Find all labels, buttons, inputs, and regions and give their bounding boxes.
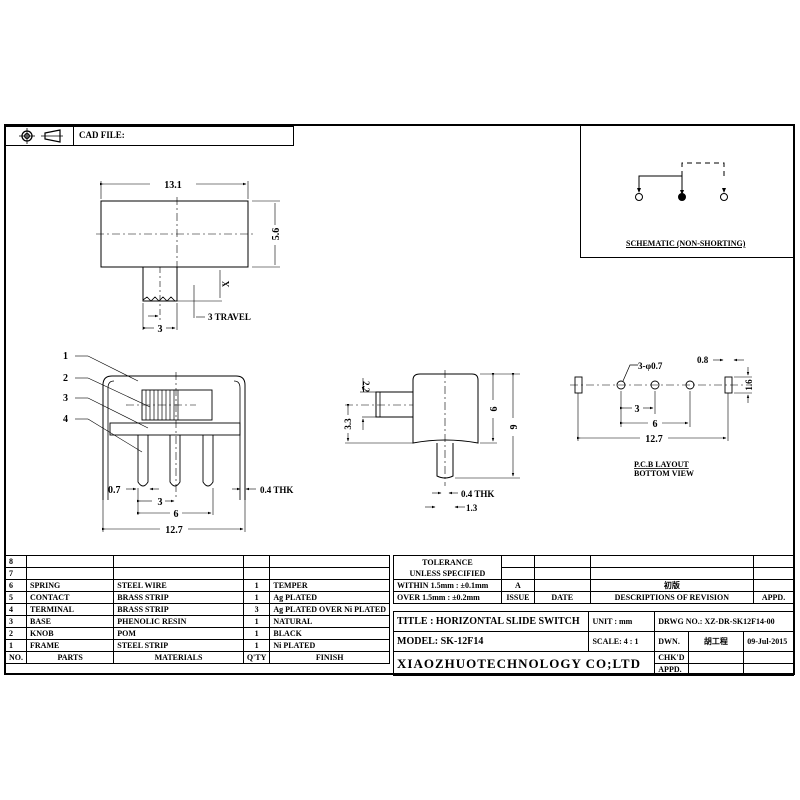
tolerance-subtitle: UNLESS SPECIFIED: [409, 568, 486, 578]
svg-text:1: 1: [63, 351, 68, 362]
svg-text:9: 9: [509, 425, 520, 430]
svg-text:5.6: 5.6: [271, 228, 282, 241]
svg-text:3 TRAVEL: 3 TRAVEL: [208, 312, 251, 322]
svg-text:3: 3: [158, 324, 163, 335]
drawn-by: 胡工程: [687, 631, 745, 652]
svg-text:13.1: 13.1: [164, 180, 182, 191]
svg-text:12.7: 12.7: [645, 434, 663, 445]
company-name: XIAOZHUOTECHNOLOGY CO;LTD: [392, 651, 656, 676]
svg-text:BOTTOM VIEW: BOTTOM VIEW: [634, 469, 694, 478]
bom-row: 8: [5, 555, 390, 568]
svg-text:6: 6: [653, 419, 658, 430]
svg-text:6: 6: [174, 509, 179, 520]
tolerance-within: WITHIN 1.5mm : ±0.1mm: [393, 579, 502, 592]
svg-text:6: 6: [489, 407, 500, 412]
front-view: 1 2 3 4 0.7 3 6 12.7 0.4 THK: [63, 351, 293, 536]
svg-text:0.4 THK: 0.4 THK: [461, 489, 494, 499]
svg-text:3: 3: [635, 404, 640, 415]
svg-text:0.4 THK: 0.4 THK: [260, 485, 293, 495]
svg-text:P.C.B LAYOUT: P.C.B LAYOUT: [634, 460, 689, 469]
svg-text:1.6: 1.6: [744, 379, 754, 391]
drawn-date: 09-Jul-2015: [743, 631, 794, 652]
issue-value: A: [500, 579, 535, 592]
revision-description: 初版: [589, 579, 755, 592]
svg-text:1.3: 1.3: [466, 503, 478, 513]
third-angle-projection-icon: [19, 128, 63, 144]
cad-file-header: CAD FILE:: [4, 126, 294, 146]
top-view: 13.1 5.6 X 3 3 TRAVEL: [96, 180, 282, 335]
technical-drawings: 13.1 5.6 X 3 3 TRAVEL: [63, 180, 754, 536]
svg-text:2: 2: [63, 373, 68, 384]
model: MODEL: SK-12F14: [392, 631, 590, 652]
tolerance-title: TOLERANCE: [422, 557, 473, 567]
projection-symbol: [5, 127, 74, 145]
scale: SCALE: 4 : 1: [588, 631, 656, 652]
drawing-number: DRWG NO.: XZ-DR-SK12F14-00: [654, 611, 794, 632]
side-view: 2.2 3.3 6 9 0.4 THK 1.3: [343, 370, 520, 513]
schematic-title: SCHEMATIC (NON-SHORTING): [626, 239, 746, 248]
pcb-layout: 3-φ0.7 0.8 1.6 3 6 12.7 P.C.B LAYOUT BOT…: [570, 355, 754, 478]
tolerance-over: OVER 1.5mm : ±0.2mm: [393, 591, 502, 604]
schematic-box: SCHEMATIC (NON-SHORTING): [580, 126, 794, 258]
drawing-title: TITLE : HORIZONTAL SLIDE SWITCH: [392, 611, 590, 632]
schematic-diagram: [635, 162, 728, 201]
svg-text:3.3: 3.3: [343, 418, 353, 430]
unit: UNIT : mm: [588, 611, 656, 632]
svg-text:3-φ0.7: 3-φ0.7: [638, 361, 663, 371]
svg-text:0.7: 0.7: [108, 485, 121, 496]
svg-text:12.7: 12.7: [165, 525, 183, 536]
svg-text:4: 4: [63, 414, 68, 425]
svg-text:3: 3: [158, 497, 163, 508]
svg-text:X: X: [221, 280, 231, 287]
svg-text:0.8: 0.8: [697, 355, 709, 365]
bom-row: 7: [5, 567, 390, 580]
svg-text:2.2: 2.2: [361, 381, 371, 393]
svg-text:3: 3: [63, 393, 68, 404]
cad-file-label: CAD FILE:: [79, 130, 125, 140]
